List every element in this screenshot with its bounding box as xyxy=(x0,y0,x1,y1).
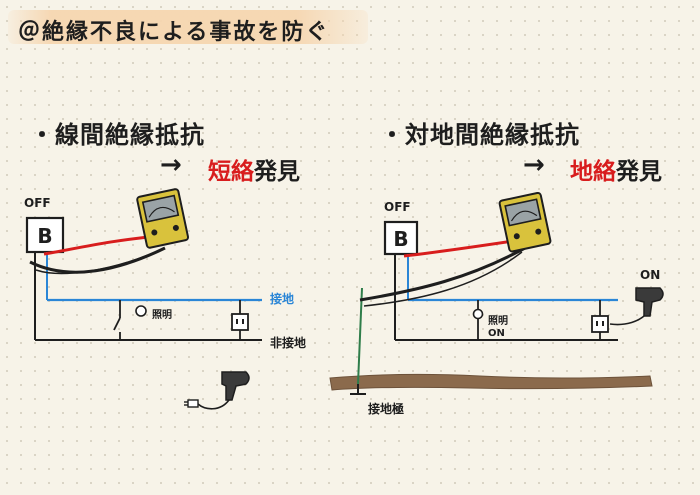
right-lamp-label: 照明 xyxy=(488,316,508,327)
right-off-label: OFF xyxy=(384,200,411,214)
left-result-discover: 発見 xyxy=(254,159,300,185)
left-result-short-circuit: 短絡 xyxy=(208,159,254,185)
right-breaker-letter: B xyxy=(393,227,408,251)
right-heading: ・対地間絶縁抵抗 xyxy=(380,121,580,149)
right-red-probe-wire xyxy=(403,238,521,258)
left-megger-tester-icon xyxy=(136,188,190,249)
page-title: ＠絶縁不良による事故を防ぐ xyxy=(18,20,330,45)
right-dryer-cord xyxy=(609,311,649,326)
right-ground-rod-wire xyxy=(357,287,363,385)
right-result-discover: 発見 xyxy=(616,159,662,185)
left-lamp-switch xyxy=(113,317,121,331)
left-heading: ・線間絶縁抵抗 xyxy=(30,121,205,149)
left-breaker-letter: B xyxy=(37,224,52,248)
left-outlet-icon xyxy=(231,313,249,331)
right-black-probe-wire-2 xyxy=(363,251,523,307)
left-ground-line-label: 接地 xyxy=(270,292,295,306)
left-nonground-label: 非接地 xyxy=(270,336,307,350)
right-result: 地絡発見 xyxy=(570,152,662,186)
right-electrode-label: 接地極 xyxy=(368,402,405,416)
right-megger-tester-icon xyxy=(498,191,552,253)
left-breaker-icon: B xyxy=(25,216,65,254)
left-off-label: OFF xyxy=(24,196,51,210)
right-result-ground-fault: 地絡 xyxy=(570,159,616,185)
right-appliance-state: ON xyxy=(640,268,661,282)
right-breaker-icon: B xyxy=(383,220,419,256)
right-black-probe-wire xyxy=(359,246,526,302)
right-hair-dryer-icon xyxy=(635,287,664,317)
left-arrow: → xyxy=(160,150,182,180)
left-hair-dryer-icon xyxy=(184,371,250,410)
left-lamp-label: 照明 xyxy=(152,310,172,321)
right-lamp-state: ON xyxy=(488,328,505,339)
left-black-probe-wire-2 xyxy=(35,249,161,275)
title-highlight xyxy=(8,10,368,44)
right-earth-ground xyxy=(329,373,653,391)
right-ground-electrode-icon xyxy=(350,384,366,395)
right-outlet-icon xyxy=(591,315,609,333)
left-lamp-icon xyxy=(135,305,147,317)
right-lamp-icon xyxy=(472,308,484,320)
left-result: 短絡発見 xyxy=(208,152,300,186)
right-arrow: → xyxy=(523,150,545,180)
